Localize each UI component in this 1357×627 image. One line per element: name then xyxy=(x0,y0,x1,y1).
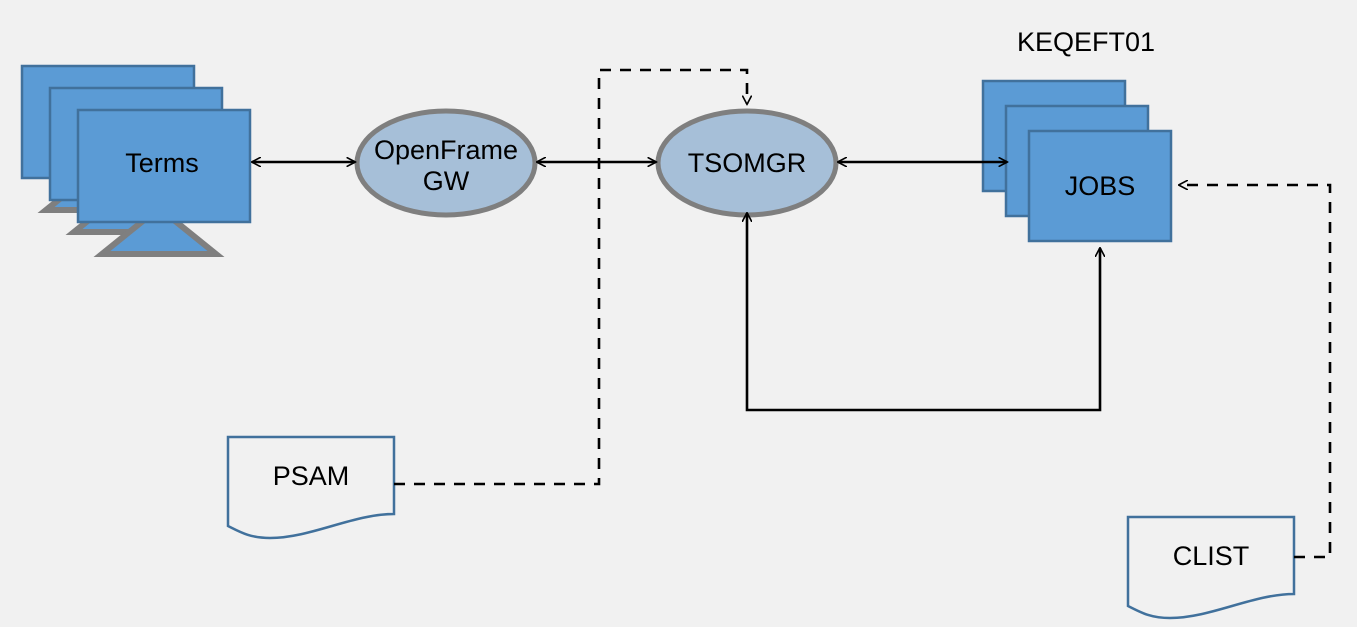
clist-label: CLIST xyxy=(1173,541,1250,571)
psam-label: PSAM xyxy=(273,461,350,491)
node-tsomgr[interactable]: TSOMGR xyxy=(655,108,839,218)
tsomgr-label: TSOMGR xyxy=(688,148,807,178)
node-psam[interactable]: PSAM xyxy=(226,435,396,540)
psam-document-shape xyxy=(226,435,396,540)
terminal-stand-front xyxy=(93,204,225,257)
connector-clist-jobs xyxy=(1179,185,1332,559)
connector-tsomgr-jobs-return xyxy=(747,213,1100,412)
gateway-label-line1: OpenFrame xyxy=(374,135,518,165)
terminal-screen-front xyxy=(76,108,252,224)
node-jobs[interactable]: JOBS xyxy=(981,79,1173,243)
gateway-label-line2: GW xyxy=(423,166,470,196)
jobs-label: JOBS xyxy=(1065,171,1136,201)
group-label-keqeft01: KEQEFT01 xyxy=(1017,27,1155,57)
node-terminals[interactable]: Terms xyxy=(20,64,252,257)
gateway-ellipse xyxy=(354,108,538,218)
clist-document-shape xyxy=(1126,515,1296,620)
node-clist[interactable]: CLIST xyxy=(1126,515,1296,620)
terminals-label: Terms xyxy=(125,148,199,178)
node-openframe-gw[interactable]: OpenFrame GW xyxy=(354,108,538,218)
